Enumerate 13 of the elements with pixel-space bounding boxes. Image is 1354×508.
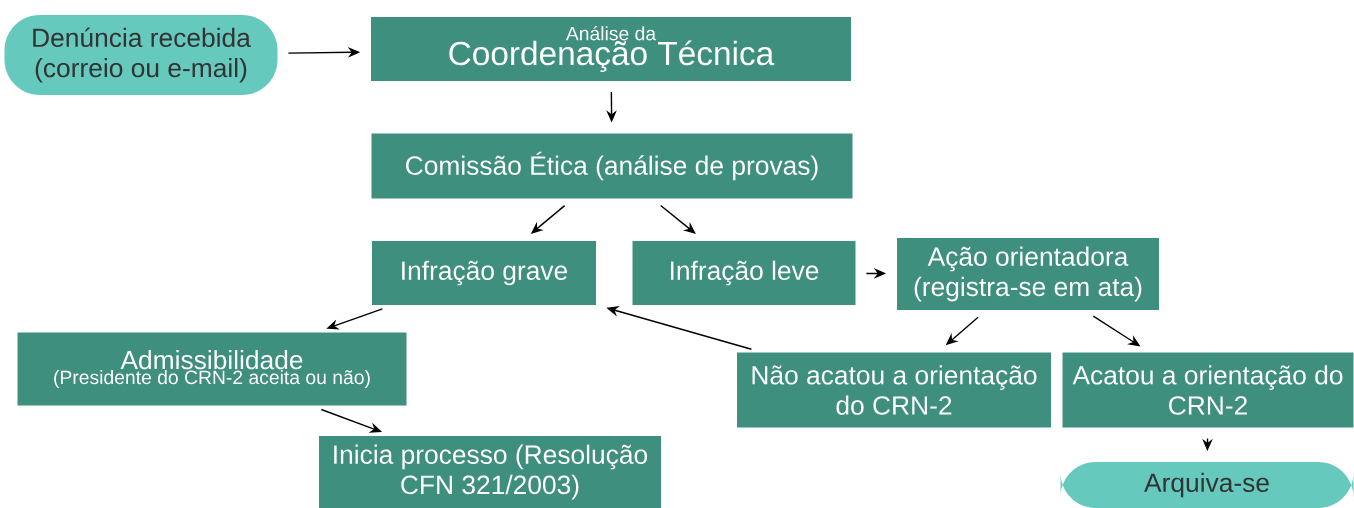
terminal-pill: Denúncia recebida (correio ou e-mail) xyxy=(4,15,278,95)
terminal-pill: Arquiva-se xyxy=(1060,462,1354,508)
process-box: Inicia processo (Resolução CFN 321/2003) xyxy=(319,436,661,508)
process-box: Admissibilidade (Presidente do CRN-2 aceita ou não) xyxy=(17,332,407,406)
process-box: Análise da Coordenação Técnica xyxy=(371,17,851,81)
process-box: Infração grave xyxy=(372,241,596,305)
arrow xyxy=(320,408,382,433)
process-box: Infração leve xyxy=(632,241,856,305)
process-box: Comissão Ética (análise de provas) xyxy=(371,133,853,199)
process-box: Ação orientadora (registra-se em ata) xyxy=(897,238,1159,310)
process-box: Não acatou a orientação do CRN-2 xyxy=(737,352,1051,428)
process-box: Acatou a orientação do CRN-2 xyxy=(1062,352,1354,428)
arrow xyxy=(660,204,696,234)
